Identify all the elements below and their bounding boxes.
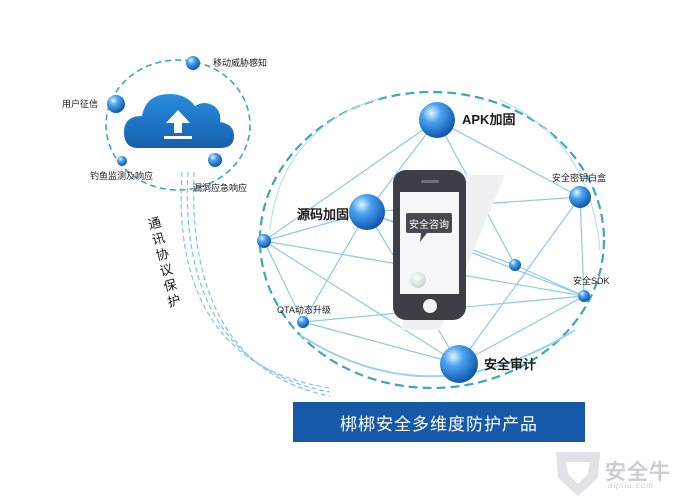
phone-bubble: 安全咨询 [406, 213, 452, 233]
label-ota: OTA动态升级 [277, 305, 331, 315]
cloud-ring [105, 59, 251, 191]
sdk-sphere [578, 290, 590, 302]
label-whitebox: 安全密钥白盒 [552, 173, 607, 183]
label-source: 源码加固 [297, 207, 350, 222]
channel-lines [180, 171, 331, 397]
source-sphere [349, 194, 385, 230]
phone-icon [393, 170, 505, 330]
label-identity: 用户征信 [62, 99, 99, 109]
watermark-subtext: aqniu.com [608, 481, 654, 490]
mid-sphere [509, 259, 521, 271]
label-audit: 安全审计 [484, 357, 537, 372]
product-banner: 梆梆安全多维度防护产品 [293, 402, 585, 442]
protection-ring [258, 90, 606, 390]
phishing-sphere [117, 156, 127, 166]
cloud-upload-icon [124, 94, 234, 148]
identity-sphere [107, 95, 125, 113]
whitebox-sphere [569, 186, 591, 208]
label-vuln: 漏洞应急响应 [193, 183, 248, 193]
label-apk: APK加固 [462, 112, 516, 127]
audit-sphere [440, 345, 478, 383]
label-threat: 移动威胁感知 [213, 58, 268, 68]
label-sdk: 安全SDK [573, 276, 610, 286]
left-sphere [257, 234, 271, 248]
label-phishing: 钓鱼监测及响应 [90, 171, 154, 181]
threat-sphere [186, 56, 200, 70]
apk-sphere [419, 102, 455, 138]
ota-sphere [297, 316, 309, 328]
aqniu-logo-icon [556, 452, 600, 496]
vuln-sphere [208, 153, 222, 167]
watermark-text: 安全牛 [605, 461, 671, 484]
